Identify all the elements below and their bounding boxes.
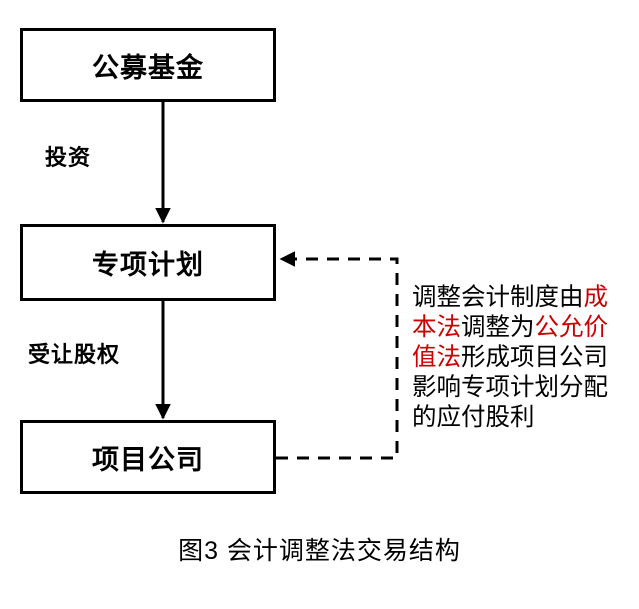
node-box-plan[interactable]: 专项计划 — [20, 224, 276, 301]
annotation-text: 调整会计制度由成本法调整为公允价值法形成项目公司影响专项计划分配的应付股利 — [412, 283, 628, 433]
annotation-segment-2: 调整为 — [461, 314, 535, 341]
node-label-plan: 专项计划 — [92, 250, 204, 280]
node-box-fund[interactable]: 公募基金 — [20, 28, 276, 102]
figure-caption: 图3 会计调整法交易结构 — [178, 537, 461, 565]
edge-label-invest: 投资 — [45, 145, 92, 170]
node-label-project: 项目公司 — [92, 444, 204, 475]
annotation-segment-0: 调整会计制度由 — [412, 284, 584, 311]
annotation-highlight-3: 公允价值法 — [412, 314, 608, 371]
node-box-project[interactable]: 项目公司 — [20, 420, 276, 494]
annotation-segment-4: 形成项目公司影响专项计划分配的应付股利 — [412, 344, 608, 431]
node-label-fund: 公募基金 — [92, 52, 204, 83]
arrow-project-to-plan-dashed — [276, 251, 399, 460]
edge-label-transfer: 受让股权 — [28, 342, 121, 367]
annotation-highlight-1: 成本法 — [412, 284, 608, 341]
